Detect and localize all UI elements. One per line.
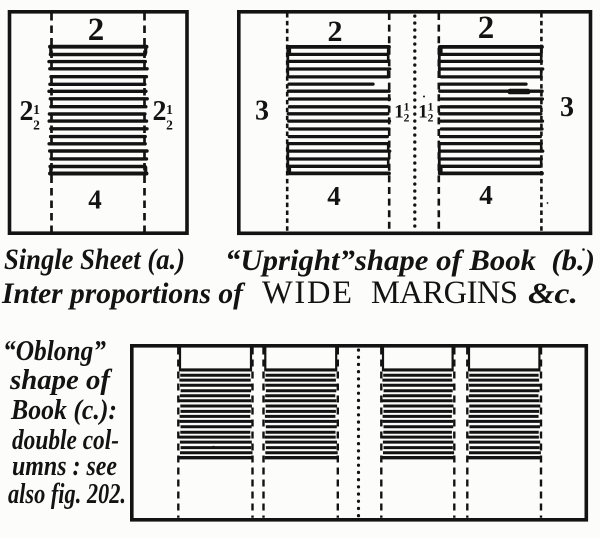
svg-text:1: 1 [418, 102, 428, 123]
svg-text:2: 2 [428, 113, 434, 125]
svg-text:double col-: double col- [12, 424, 119, 456]
svg-text:1: 1 [404, 102, 410, 114]
svg-text:4: 4 [479, 180, 493, 210]
svg-text:Single Sheet (a.): Single Sheet (a.) [4, 243, 185, 276]
svg-text:“Upright”shape of Book (b.): “Upright”shape of Book (b.) [225, 244, 595, 277]
svg-text:3: 3 [255, 96, 269, 127]
svg-text:2: 2 [33, 118, 40, 133]
svg-text:2: 2 [478, 10, 495, 46]
svg-text:Inter proportions of: Inter proportions of [1, 277, 246, 310]
svg-text:shape of: shape of [9, 364, 113, 396]
svg-text:1: 1 [33, 102, 40, 117]
svg-text:MARGINS: MARGINS [371, 275, 518, 311]
svg-text:2: 2 [20, 96, 34, 127]
svg-text:1: 1 [394, 102, 404, 123]
svg-text:2: 2 [166, 118, 173, 133]
svg-text:3: 3 [560, 92, 574, 123]
svg-text:2: 2 [153, 96, 167, 127]
svg-text:2: 2 [88, 12, 105, 48]
svg-text:also fig. 202.: also fig. 202. [8, 478, 126, 510]
svg-text:2: 2 [328, 15, 343, 48]
svg-text:umns : see: umns : see [12, 450, 117, 482]
svg-text:Book (c.):: Book (c.): [10, 394, 117, 426]
svg-text:1: 1 [428, 102, 434, 114]
svg-text:&c.: &c. [528, 277, 578, 310]
svg-text:2: 2 [404, 113, 410, 125]
svg-text:4: 4 [327, 181, 341, 211]
svg-text:WIDE: WIDE [262, 275, 352, 311]
svg-text:“Oblong”: “Oblong” [3, 335, 106, 367]
svg-text:1: 1 [166, 102, 173, 117]
svg-text:4: 4 [88, 185, 102, 215]
